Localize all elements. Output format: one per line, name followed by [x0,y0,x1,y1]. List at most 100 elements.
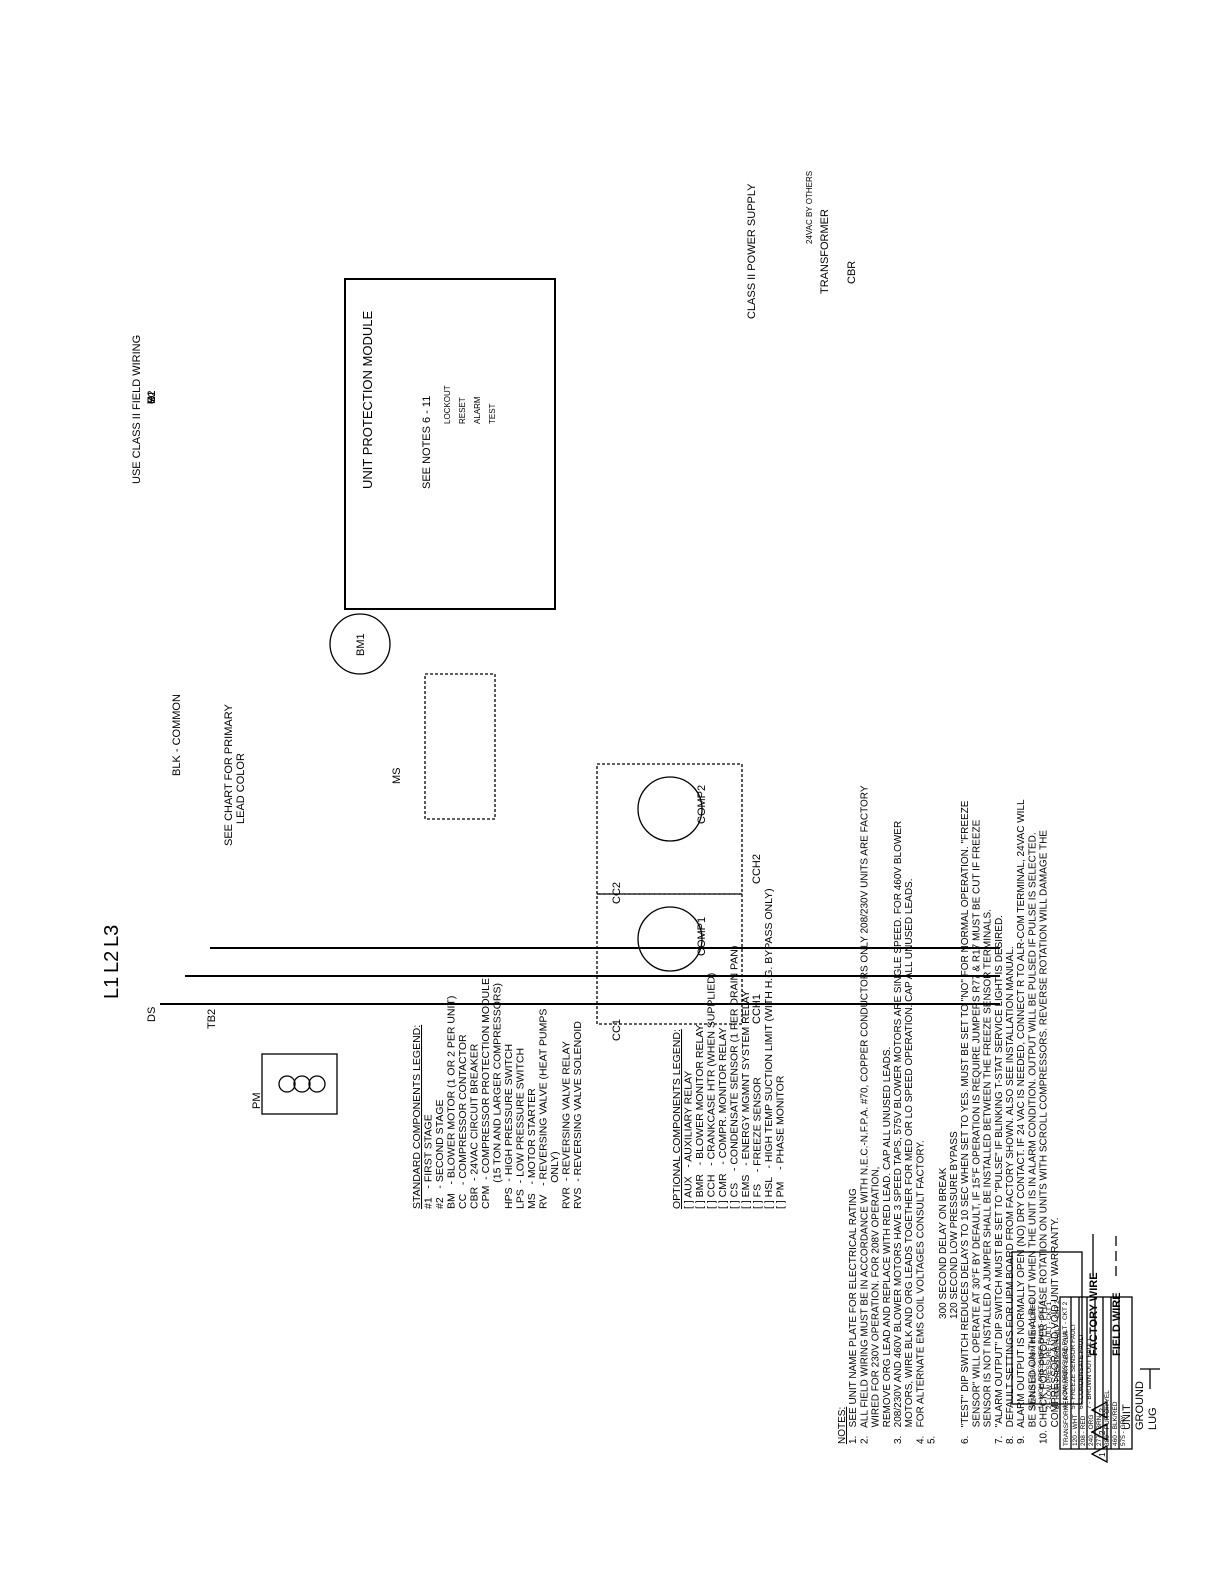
power-lines: L1 L2 L3 DS TB2 [101,925,218,1029]
transformer-row: 575 - GRY [1120,1415,1127,1446]
status-row: 6 - CONDENSATE FAULT [1078,1333,1085,1409]
transformer-row: 460 - BLK/RED [1112,1401,1119,1446]
ground-lug: UNIT GROUND LUG [1121,1368,1160,1430]
opt-legend-item: [ ] AUX - AUXILIARY RELAY [683,1071,695,1209]
phase-monitor: PM [251,1053,338,1115]
transformer-ctrl-label: TRANSFORMER [819,209,831,294]
notes-item: 3. 208/230V AND 460V BLOWER MOTORS HAVE … [893,821,904,1444]
thermostat-terminal-y1: Y1 [146,391,158,404]
notes-item: SENSOR" WILL OPERATE AT 30°F BY DEFAULT,… [971,819,982,1444]
notes-title: NOTES: [837,1407,848,1444]
warning-mark: 12 [1098,1408,1107,1417]
wire-legend: FACTORY WIRE FIELD WIRE [1088,1234,1123,1356]
opt-legend-title: OPTIONAL COMPONENTS LEGEND: [671,1029,683,1209]
line-label-l3: L3 [101,925,123,947]
notes-item: 6. "TEST" DIP SWITCH REDUCES DELAYS TO 1… [960,800,971,1444]
thermostat-terminals: USE CLASS II FIELD WIRING [131,335,143,484]
upm-reset: RESET [458,397,467,424]
ground-label: UNIT [1121,1404,1133,1430]
thermostat-terminal-y2: Y2 [146,391,158,404]
notes-item: 120 SECOND LOW PRESSURE BYPASS [949,1131,960,1444]
ground-label: LUG [1147,1407,1159,1430]
thermostat-terminal-r: R [146,396,158,404]
opt-legend-item: [ ] CMR - COMPR. MONITOR RELAY [717,1027,729,1209]
notes-item: MOTORS, WIRE BLK AND ORG LEADS TOGETHER … [904,879,915,1445]
status-row: 1 - HIGH PRESSURE FAULT - CKT 1 [1038,1300,1045,1409]
status-table-header: STATUS LED/ALARM BLINK CODES [1030,1299,1037,1409]
warning-marks: 1 2 12 [1090,1400,1108,1464]
line-label-l2: L2 [101,951,123,973]
status-row: 3 - HIGH PRESSURE FAULT - CKT 2 [1054,1300,1061,1409]
warning-mark: 2 [1098,1430,1107,1435]
opt-legend-item: [ ] FS - FREEZE SENSOR [752,1077,764,1209]
bm1-label: BM1 [355,633,367,656]
upm-test: TEST [488,403,497,424]
warning-mark: 1 [1098,1452,1107,1457]
transformer-row: 120 - WHT [1072,1415,1079,1446]
power-bus [160,947,1000,1005]
upm-see-notes: SEE NOTES 6 - 11 [421,396,433,489]
tb2-label: TB2 [206,1009,218,1029]
upm-lockout: LOCKOUT [443,385,452,424]
pm-label: PM [251,1093,263,1110]
upm-title: UNIT PROTECTION MODULE [360,311,375,489]
notes-item: 2. ALL FIELD WIRING MUST BE IN ACCORDANC… [859,785,870,1444]
notes-section: NOTES:1. SEE UNIT NAME PLATE FOR ELECTRI… [837,785,1061,1444]
std-legend-item: RV - REVERSING VALVE (HEAT PUMPS [538,1009,550,1209]
notes-item: 7. "ALARM OUTPUT" DIP SWITCH MUST BE SET… [994,915,1005,1444]
blk-common-label: BLK - COMMON [171,694,183,776]
notes-item: 4. FOR ALTERNATE EMS COIL VOLTAGES CONSU… [915,1140,926,1444]
opt-legend-item: [ ] CS - CONDENSATE SENSOR (1 PER DRAIN … [729,946,741,1209]
std-legend-item: (15 TON AND LARGER COMPRESSORS) [492,983,504,1209]
cc2-label: CC2 [611,882,623,904]
cch2-label: CCH2 [751,854,763,884]
notes-item: COMPRESSOR AND VOID UNIT WARRANTY. [1050,1217,1061,1444]
opt-legend-item: [ ] CCH - CRANKCASE HTR (WHEN SUPPLIED) [706,973,718,1209]
see-chart-label: SEE CHART FOR PRIMARY [223,704,235,846]
notes-item: 5. [927,1436,938,1444]
control-section: CLASS II POWER SUPPLY TRANSFORMER CBR 24… [746,171,858,319]
transformer-notes: BLK - COMMON SEE CHART FOR PRIMARY LEAD … [171,694,247,846]
std-legend-item: BM - BLOWER MOTOR (1 OR 2 PER UNIT) [446,996,458,1209]
notes-item: SENSOR IS NOT INSTALLED A JUMPER SHALL B… [983,909,994,1444]
notes-item: WIRED FOR 230V OPERATION. FOR 208V OPERA… [871,1167,882,1444]
ds-label: DS [146,1007,158,1022]
cbr-label: CBR [846,261,858,284]
see-chart-label: LEAD COLOR [235,753,247,824]
notes-item: 8. DEFAULT SETTINGS FOR UPM BOARD FROM F… [1005,946,1016,1444]
status-row: 4 - LOW PRESSURE FAULT - CKT 2 [1062,1301,1069,1409]
thermostat-terminal-o: O [146,395,158,404]
opt-legend-item: [ ] EMS - ENERGY MGMNT SYSTEM RELAY [740,990,752,1209]
status-row: 7 - BROWN OUT FAULT [1086,1338,1093,1409]
comp1-label: COMP1 [696,917,708,956]
std-legend-item: CPM - COMPRESSOR PROTECTION MODULE [480,978,492,1209]
transformer-table-header: TRANSFORMER PRIMARY LEAD CLR [1063,1331,1070,1446]
thermostat-terminal-g: G [146,395,158,404]
by-others-label: 24VAC BY OTHERS [805,171,814,244]
std-legend-item: MS - MOTOR STARTER [526,1088,538,1209]
thermostat-terminal-c: C [146,396,158,404]
std-legend-item: #1 - FIRST STAGE [423,1114,435,1209]
notes-item: 300 SECOND DELAY ON BREAK [938,1167,949,1444]
ground-label: GROUND [1134,1381,1146,1430]
supply-label: CLASS II POWER SUPPLY [746,183,758,319]
upm-alarm: ALARM [473,396,482,424]
std-legend-item: ONLY) [549,1151,561,1209]
notes-item: 9. ALARM OUTPUT IS NORMALLY OPEN (NO) DR… [1016,799,1027,1444]
optional-components-legend: OPTIONAL COMPONENTS LEGEND:[ ] AUX - AUX… [671,888,787,1209]
std-legend-item: HPS - HIGH PRESSURE SWITCH [503,1044,515,1209]
std-legend-item: RVR - REVERSING VALVE RELAY [561,1041,573,1209]
blower-motor: BM1 MS [329,613,496,820]
std-legend-item: LPS - LOW PRESSURE SWITCH [515,1048,527,1209]
std-legend-item: #2 - SECOND STAGE [434,1100,446,1210]
std-legend-item: CC - COMPRESSOR CONTACTOR [457,1034,469,1209]
compressor-2: COMP2 CC2 CCH2 [596,763,763,904]
status-row: 5 - FREEZE SENSOR FAULT [1070,1323,1077,1409]
factory-wire-label: FACTORY WIRE [1088,1272,1100,1356]
status-row: 2 - LOW PRESSURE FAULT - CKT 1 [1046,1301,1053,1409]
transformer-row: 277 - BRN [1096,1415,1103,1446]
transformer-row: 240 - ORG [1088,1415,1095,1446]
